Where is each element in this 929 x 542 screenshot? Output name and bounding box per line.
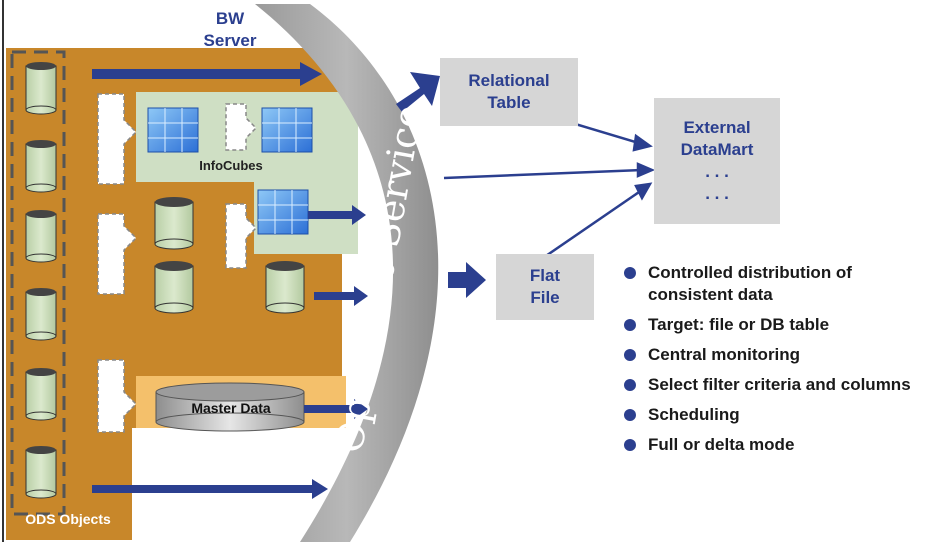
outbound-arrows xyxy=(396,72,486,298)
relational-line1: Relational xyxy=(468,71,550,90)
ods-cylinder xyxy=(25,446,57,499)
datamart-line3: . . . xyxy=(705,162,729,181)
datamart-line1: External xyxy=(683,118,751,137)
bullet-icon xyxy=(624,319,636,331)
transfer-chevron xyxy=(225,203,258,269)
datamart-line4: . . . xyxy=(705,184,729,203)
external-datamart-box: External DataMart . . . . . . xyxy=(654,98,780,224)
bullet-icon xyxy=(624,409,636,421)
arrow-master xyxy=(304,399,368,419)
feature-item: Controlled distribution of consistent da… xyxy=(620,262,925,306)
arrow-cube xyxy=(308,205,366,225)
infocube xyxy=(257,189,309,235)
bullet-icon xyxy=(624,439,636,451)
connector-hub xyxy=(443,168,643,180)
ods-cylinder xyxy=(25,210,57,263)
infocubes-label: InfoCubes xyxy=(199,158,263,173)
arrow-cylinder xyxy=(314,286,368,306)
inner-cylinders xyxy=(154,197,305,314)
infocube xyxy=(261,107,313,153)
inner-cylinder xyxy=(154,261,194,314)
transfer-chevron xyxy=(97,359,138,433)
arrow-to-relational xyxy=(396,72,440,112)
ods-cylinder xyxy=(25,140,57,193)
flatfile-line1: Flat xyxy=(529,266,561,285)
transfer-chevron xyxy=(225,103,258,151)
master-data-disk xyxy=(155,382,305,432)
feature-item: Scheduling xyxy=(620,404,925,426)
master-data-label: Master Data xyxy=(191,400,271,416)
transfer-chevrons xyxy=(97,93,258,433)
arrow-to-flatfile xyxy=(448,262,486,298)
feature-item: Central monitoring xyxy=(620,344,925,366)
bullet-icon xyxy=(624,267,636,279)
arrow-bw-top xyxy=(92,62,322,86)
transfer-chevron xyxy=(97,213,138,295)
datamart-connectors xyxy=(443,118,656,262)
inner-cylinder xyxy=(265,261,305,314)
inbound-arrows xyxy=(92,62,368,499)
ods-objects-label: ODS Objects xyxy=(25,511,111,527)
ods-cylinders xyxy=(25,62,57,499)
ods-cylinder xyxy=(25,288,57,341)
feature-item: Target: file or DB table xyxy=(620,314,925,336)
bw-server-label: BW Server xyxy=(185,8,275,52)
ods-cylinder xyxy=(25,62,57,115)
feature-list: Controlled distribution of consistent da… xyxy=(620,262,925,464)
flatfile-line2: File xyxy=(530,288,560,307)
infocubes xyxy=(147,107,313,235)
bw-server-line1: BW xyxy=(215,9,245,28)
flat-file-box: Flat File xyxy=(496,254,594,320)
relational-table-box: Relational Table xyxy=(440,58,578,126)
transfer-chevron xyxy=(97,93,138,185)
open-hub-arc xyxy=(255,4,439,542)
bw-server-line2: Server xyxy=(203,31,257,50)
inner-cylinder xyxy=(154,197,194,250)
bullet-icon xyxy=(624,349,636,361)
feature-item: Full or delta mode xyxy=(620,434,925,456)
bullet-icon xyxy=(624,379,636,391)
ods-dashed-frame xyxy=(10,50,66,516)
relational-line2: Table xyxy=(487,93,531,112)
ods-cylinder xyxy=(25,368,57,421)
arrow-bottom xyxy=(92,479,328,499)
datamart-line2: DataMart xyxy=(680,140,754,159)
connector-flatfile xyxy=(539,188,643,262)
infocube xyxy=(147,107,199,153)
feature-item: Select filter criteria and columns xyxy=(620,374,925,396)
